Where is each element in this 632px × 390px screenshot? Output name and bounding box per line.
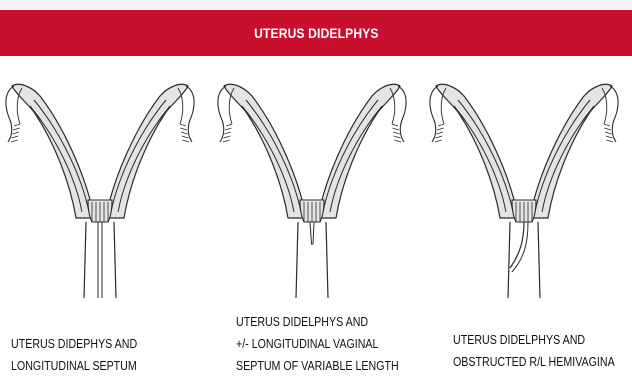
caption-line: +/- LONGITUDINAL VAGINAL [236,333,399,355]
caption-line: OBSTRUCTED R/L HEMIVAGINA [453,351,615,373]
vagina [296,222,328,298]
vagina [508,222,540,298]
didelphys-drawing [0,72,200,308]
caption-line: LONGITUDINAL SEPTUM [11,355,137,377]
vagina [84,222,116,298]
cervix [512,200,536,222]
uterus-didelphys-shape [430,84,618,298]
didelphys-drawing [424,72,624,308]
right-uterine-horn [530,84,612,218]
caption-line: UTERUS DIDELPHYS AND [236,311,399,333]
caption-line: UTERUS DIDELPHYS AND [453,329,615,351]
left-uterine-horn [224,84,306,218]
uterus-illustration-longitudinal-septum [0,72,200,308]
right-uterine-horn [318,84,400,218]
caption-obstructed-hemivagina: UTERUS DIDELPHYS AND OBSTRUCTED R/L HEMI… [453,329,615,373]
didelphys-drawing [212,72,412,308]
cervix [300,200,324,222]
left-uterine-horn [436,84,518,218]
page-title: UTERUS DIDELPHYS [254,25,379,41]
top-rule [0,0,632,10]
uterus-illustration-partial-septum [212,72,412,308]
caption-longitudinal-septum: UTERUS DIDEPHYS AND LONGITUDINAL SEPTUM [11,333,137,377]
caption-line: UTERUS DIDEPHYS AND [11,333,137,355]
uterus-didelphys-shape [6,84,194,298]
right-uterine-horn [106,84,188,218]
obstructing-septum [510,222,528,272]
partial-vaginal-septum [310,222,314,244]
title-banner: UTERUS DIDELPHYS [0,10,632,56]
longitudinal-vaginal-septum [98,222,102,298]
left-uterine-horn [12,84,94,218]
uterus-didelphys-shape [218,84,406,298]
caption-line: SEPTUM OF VARIABLE LENGTH [236,355,399,377]
caption-partial-septum: UTERUS DIDELPHYS AND +/- LONGITUDINAL VA… [236,311,399,377]
cervix [88,200,112,222]
uterus-illustration-obstructed-hemivagina [424,72,624,308]
